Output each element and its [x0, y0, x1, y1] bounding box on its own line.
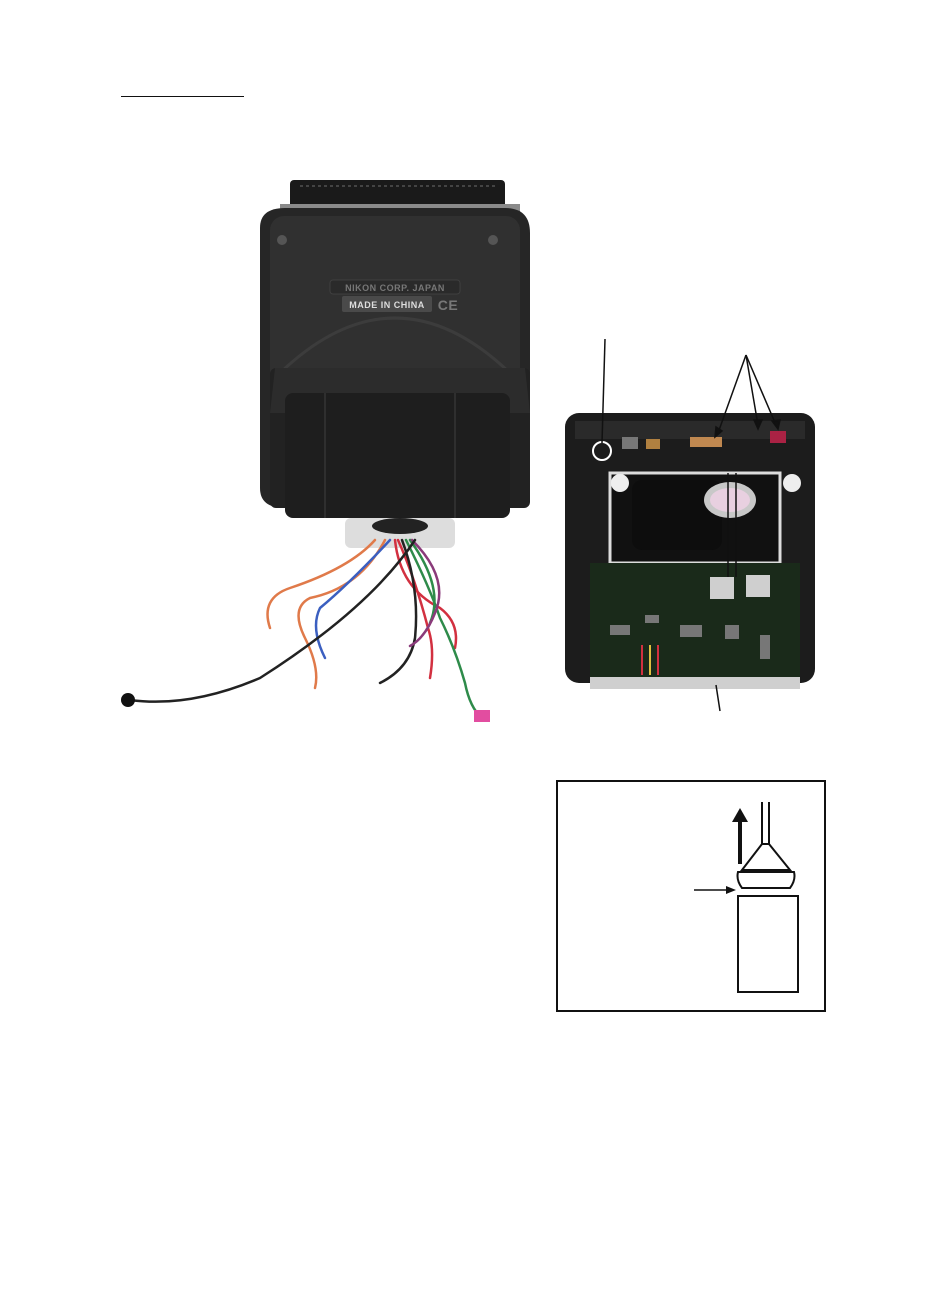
ce-mark: CE	[438, 297, 458, 313]
callout-leaders	[601, 338, 781, 712]
circuit-board-photo	[565, 338, 815, 712]
made-in-label: MADE IN CHINA	[349, 300, 425, 310]
round-plug	[121, 693, 135, 707]
embossed-maker-text: NIKON CORP. JAPAN	[345, 283, 445, 293]
inset-diagram	[556, 780, 826, 1012]
flash-top-ridge	[290, 180, 505, 208]
up-arrow-icon	[732, 808, 748, 864]
heading-underline	[121, 96, 244, 97]
wire-removal-diagram	[694, 802, 799, 993]
loose-wires	[128, 538, 484, 720]
pink-connector	[474, 710, 490, 722]
pointer-arrow-icon	[694, 886, 736, 894]
flash-rear-photo: NIKON CORP. JAPAN MADE IN CHINA CE	[121, 180, 530, 722]
